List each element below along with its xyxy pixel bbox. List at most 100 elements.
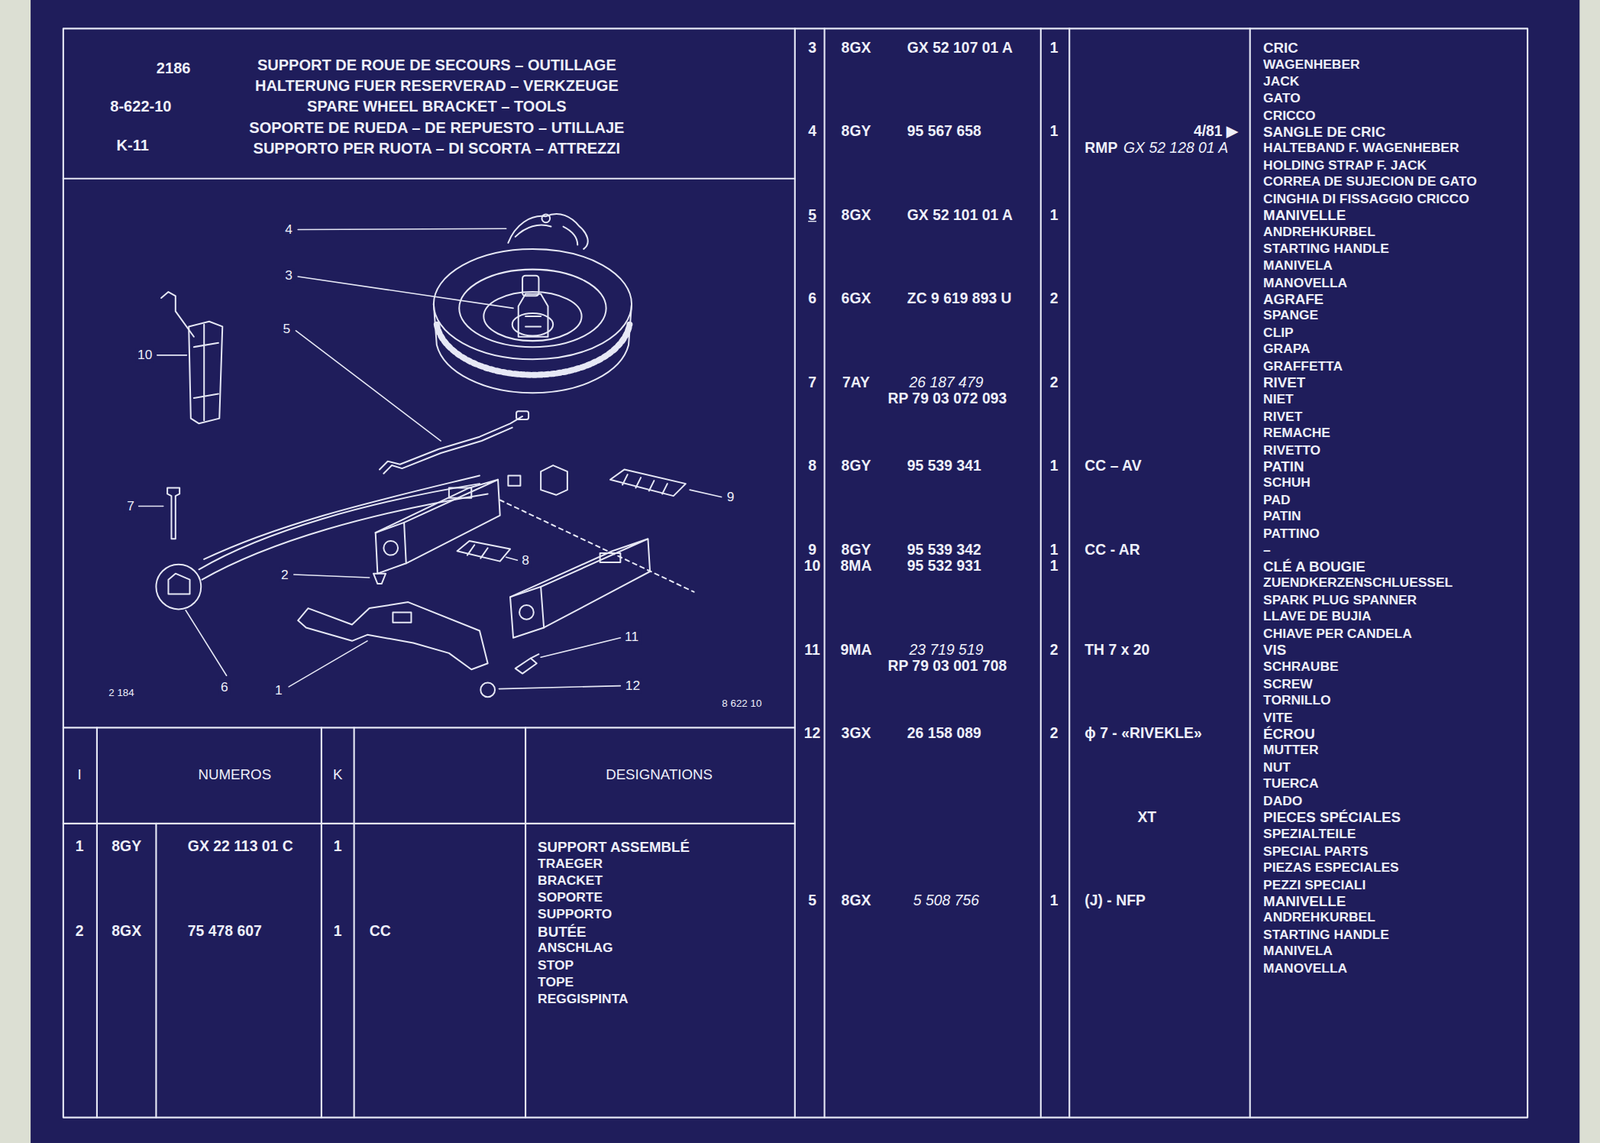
table-cell: 3GX — [841, 725, 872, 741]
designation-text: CRICCO — [1263, 107, 1316, 122]
pads — [457, 540, 511, 562]
table-cell: RP 79 03 072 093 — [887, 391, 1007, 407]
table-cell: 8GY — [841, 542, 872, 558]
table-cell: 1 — [333, 923, 343, 939]
leader-lines — [498, 685, 621, 689]
starting-handle — [516, 410, 529, 420]
callout-number: 9 — [724, 489, 737, 504]
designation-text: MANIVELA — [1263, 943, 1333, 958]
designation-text: ÉCROU — [1263, 726, 1316, 742]
designation-text: NIET — [1263, 392, 1294, 407]
support-bracket — [297, 601, 489, 670]
stop — [373, 573, 386, 584]
designation-text: GATO — [1263, 90, 1301, 105]
screw-and-nut — [480, 682, 495, 698]
table-cell: 1 — [1050, 892, 1059, 909]
bracket-rails — [540, 465, 568, 495]
title-line: HALTERUNG FUER RESERVERAD – VERKZEUGE — [255, 77, 619, 94]
reference-code: 2186 — [156, 60, 191, 77]
designation-text: WAGENHEBER — [1263, 58, 1360, 72]
designation-text: ANSCHLAG — [537, 940, 613, 955]
designation-text: HALTEBAND F. WAGENHEBER — [1263, 141, 1459, 156]
table-cell: 1 — [1050, 458, 1059, 474]
designation-text: – — [1263, 543, 1271, 557]
spare-wheel — [433, 248, 632, 393]
spare-wheel — [483, 291, 582, 341]
table-cell: 1 — [1050, 558, 1059, 574]
leader-lines — [506, 556, 518, 560]
leader-lines — [138, 505, 164, 508]
table-grid — [353, 727, 356, 1117]
table-cell: ZC 9 619 893 U — [907, 290, 1012, 307]
designation-text: ZUENDKERZENSCHLUESSEL — [1263, 575, 1453, 590]
leader-lines — [294, 574, 370, 578]
designation-text: MANIVELLE — [1263, 893, 1346, 909]
spare-wheel — [433, 303, 632, 393]
stop — [373, 573, 386, 584]
support-bracket — [392, 611, 411, 622]
table-grid — [1249, 28, 1251, 1117]
table-cell: 75 478 607 — [187, 923, 262, 939]
table-cell: 2 — [1050, 642, 1059, 658]
cross-tubes — [199, 483, 480, 569]
table-cell: (J) - NFP — [1084, 892, 1146, 909]
table-cell: 9MA — [840, 642, 873, 658]
table-cell: 1 — [75, 838, 85, 854]
designation-text: RIVET — [1263, 374, 1306, 391]
table-cell: 5 — [808, 207, 817, 224]
designation-text: PIECES SPÉCIALES — [1263, 809, 1401, 825]
jack — [518, 294, 549, 337]
callout-number: 7 — [125, 498, 137, 513]
designation-text: CORREA DE SUJECION DE GATO — [1263, 174, 1478, 189]
designation-text: TUERCA — [1263, 776, 1319, 791]
designation-text: SCREW — [1263, 676, 1313, 691]
spark-plug-spanner — [188, 321, 223, 424]
table-cell: 1 — [1050, 542, 1059, 558]
table-cell: 9 — [808, 542, 817, 558]
designation-text: STOP — [537, 957, 574, 972]
table-cell: 1 — [1050, 40, 1059, 56]
table-cell: 8 — [808, 458, 817, 474]
leader-lines — [540, 637, 621, 657]
bracket-rails — [600, 552, 621, 563]
designation-text: SCHUH — [1263, 475, 1311, 490]
table-cell: 6 — [808, 290, 817, 307]
table-cell: 7AY — [842, 374, 870, 391]
screw-and-nut — [480, 653, 539, 697]
table-cell: 8GX — [841, 892, 872, 909]
designation-text: SPANGE — [1263, 308, 1319, 323]
starting-handle — [383, 427, 512, 474]
table-cell: 4/81 ▶ — [1193, 123, 1239, 139]
table-grid — [63, 822, 796, 825]
column-header: I — [77, 766, 82, 783]
designation-text: TOPE — [537, 974, 574, 989]
designation-text: PATTINO — [1263, 526, 1320, 540]
designation-text: MANOVELLA — [1263, 274, 1348, 289]
designation-text: CRIC — [1263, 40, 1299, 56]
designation-text: SOPORTE — [537, 889, 603, 904]
table-cell: 1 — [1050, 123, 1059, 139]
table-cell: 7 — [808, 374, 817, 391]
table-grid — [823, 28, 825, 1117]
designation-text: CLIP — [1263, 325, 1294, 340]
table-cell: 8GY — [841, 123, 872, 139]
title-line: SOPORTE DE RUEDA – DE REPUESTO – UTILLAJ… — [248, 119, 624, 136]
rivet — [167, 487, 180, 539]
leader-lines — [297, 228, 507, 230]
callout-number: 11 — [622, 629, 640, 644]
designation-text: CINGHIA DI FISSAGGIO CRICCO — [1263, 191, 1470, 206]
designation-text: PAD — [1263, 492, 1290, 507]
designation-text: SPARK PLUG SPANNER — [1263, 592, 1417, 607]
table-cell: 26 158 089 — [907, 725, 982, 741]
table-grid — [155, 823, 157, 1118]
table-cell: 8GY — [841, 458, 872, 474]
table-cell: 8MA — [840, 558, 873, 574]
jack-strap — [541, 213, 550, 223]
bracket-rails — [375, 465, 695, 638]
table-cell: 8GY — [111, 838, 142, 854]
designation-text: NUT — [1263, 759, 1291, 774]
bracket-rails — [406, 479, 501, 564]
designation-text: STARTING HANDLE — [1263, 927, 1390, 941]
callout-number: 1 — [272, 682, 285, 697]
figure-code: 8 622 10 — [721, 698, 762, 710]
